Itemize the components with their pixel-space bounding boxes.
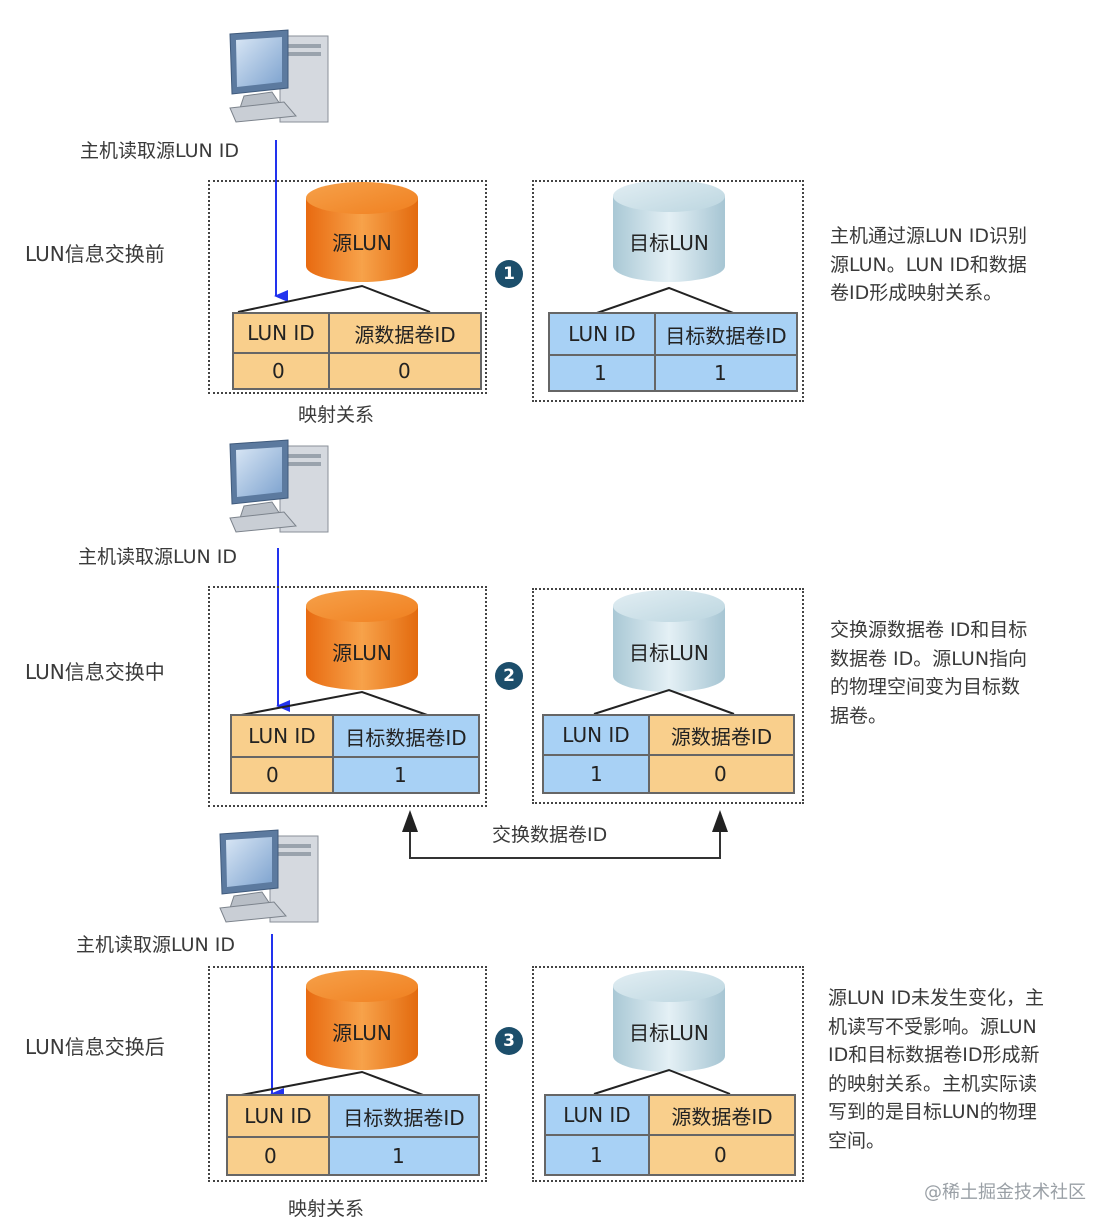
stage-label: LUN信息交换后 <box>25 1035 165 1059</box>
source-mapping-table: LUN ID 目标数据卷ID 0 1 <box>230 714 480 794</box>
connector-lines <box>235 284 737 1097</box>
target-lun-box <box>532 966 804 1182</box>
cylinder-icon <box>306 182 418 282</box>
host-read-label: 主机读取源LUN ID <box>76 934 236 956</box>
volume-id-value: 1 <box>330 1138 478 1174</box>
host-read-label: 主机读取源LUN ID <box>78 546 238 568</box>
lun-id-value: 1 <box>546 1136 650 1174</box>
volume-id-value: 0 <box>330 354 480 388</box>
target-lun-box <box>532 180 804 402</box>
source-lun-box <box>208 966 487 1182</box>
target-lun-box <box>532 588 804 804</box>
target-lun-label: 目标LUN <box>629 1020 709 1045</box>
target-mapping-table: LUN ID 目标数据卷ID 1 1 <box>548 312 798 392</box>
target-mapping-table: LUN ID 源数据卷ID 1 0 <box>542 714 795 794</box>
source-lun-box <box>208 180 487 394</box>
swap-arrow-head-left <box>402 810 418 832</box>
cylinder-icon <box>613 590 725 692</box>
source-lun-label: 源LUN <box>332 230 392 255</box>
stage-label: LUN信息交换前 <box>25 242 165 266</box>
cylinder-icon <box>306 970 418 1070</box>
stage-description: 交换源数据卷 ID和目标 数据卷 ID。源LUN指向 的物理空间变为目标数 据卷… <box>830 619 1028 727</box>
volume-id-header: 源数据卷ID <box>650 716 793 756</box>
volume-id-header: 目标数据卷ID <box>656 314 796 356</box>
volume-id-header: 源数据卷ID <box>650 1096 794 1136</box>
volume-id-header: 源数据卷ID <box>330 314 480 354</box>
lun-id-header: LUN ID <box>234 314 330 354</box>
source-mapping-table: LUN ID 源数据卷ID 0 0 <box>232 312 482 390</box>
lun-id-header: LUN ID <box>228 1096 330 1138</box>
lun-id-header: LUN ID <box>544 716 650 756</box>
watermark: @稀土掘金技术社区 <box>924 1182 1086 1203</box>
mapping-caption: 映射关系 <box>288 1198 365 1220</box>
volume-id-header: 目标数据卷ID <box>334 716 478 758</box>
swap-label: 交换数据卷ID <box>492 824 608 846</box>
mapping-caption: 映射关系 <box>298 404 375 426</box>
cylinder-icon <box>613 180 725 282</box>
cylinder-icon <box>613 970 725 1072</box>
cylinder-icon <box>306 590 418 690</box>
source-lun-label: 源LUN <box>332 640 392 665</box>
stage-description: 主机通过源LUN ID识别 源LUN。LUN ID和数据 卷ID形成映射关系。 <box>830 225 1028 304</box>
source-mapping-table: LUN ID 目标数据卷ID 0 1 <box>226 1094 480 1176</box>
volume-id-value: 1 <box>656 356 796 390</box>
host-read-label: 主机读取源LUN ID <box>80 140 240 162</box>
volume-id-value: 0 <box>650 756 793 792</box>
source-lun-label: 源LUN <box>332 1020 392 1045</box>
volume-id-value: 1 <box>334 758 478 792</box>
lun-id-header: LUN ID <box>232 716 334 758</box>
lun-id-header: LUN ID <box>546 1096 650 1136</box>
lun-id-value: 1 <box>544 756 650 792</box>
step-badge: 3 <box>495 1027 523 1055</box>
source-lun-box <box>208 586 487 807</box>
lun-id-value: 0 <box>232 758 334 792</box>
volume-id-header: 目标数据卷ID <box>330 1096 478 1138</box>
volume-id-value: 0 <box>650 1136 794 1174</box>
computer-icon <box>229 439 329 533</box>
swap-arrow-head-right <box>712 810 728 832</box>
step-badge: 1 <box>495 260 523 288</box>
target-lun-label: 目标LUN <box>629 640 709 665</box>
lun-id-value: 0 <box>228 1138 330 1174</box>
swap-arrow <box>409 820 721 859</box>
lun-id-value: 1 <box>550 356 656 390</box>
target-lun-label: 目标LUN <box>629 230 709 255</box>
lun-id-value: 0 <box>234 354 330 388</box>
computer-icon <box>229 29 329 123</box>
stage-description: 源LUN ID未发生变化，主 机读写不受影响。源LUN ID和目标数据卷ID形成… <box>828 987 1045 1152</box>
target-mapping-table: LUN ID 源数据卷ID 1 0 <box>544 1094 796 1176</box>
stage-label: LUN信息交换中 <box>25 660 165 684</box>
step-badge: 2 <box>495 662 523 690</box>
computer-icon <box>219 829 319 923</box>
lun-id-header: LUN ID <box>550 314 656 356</box>
